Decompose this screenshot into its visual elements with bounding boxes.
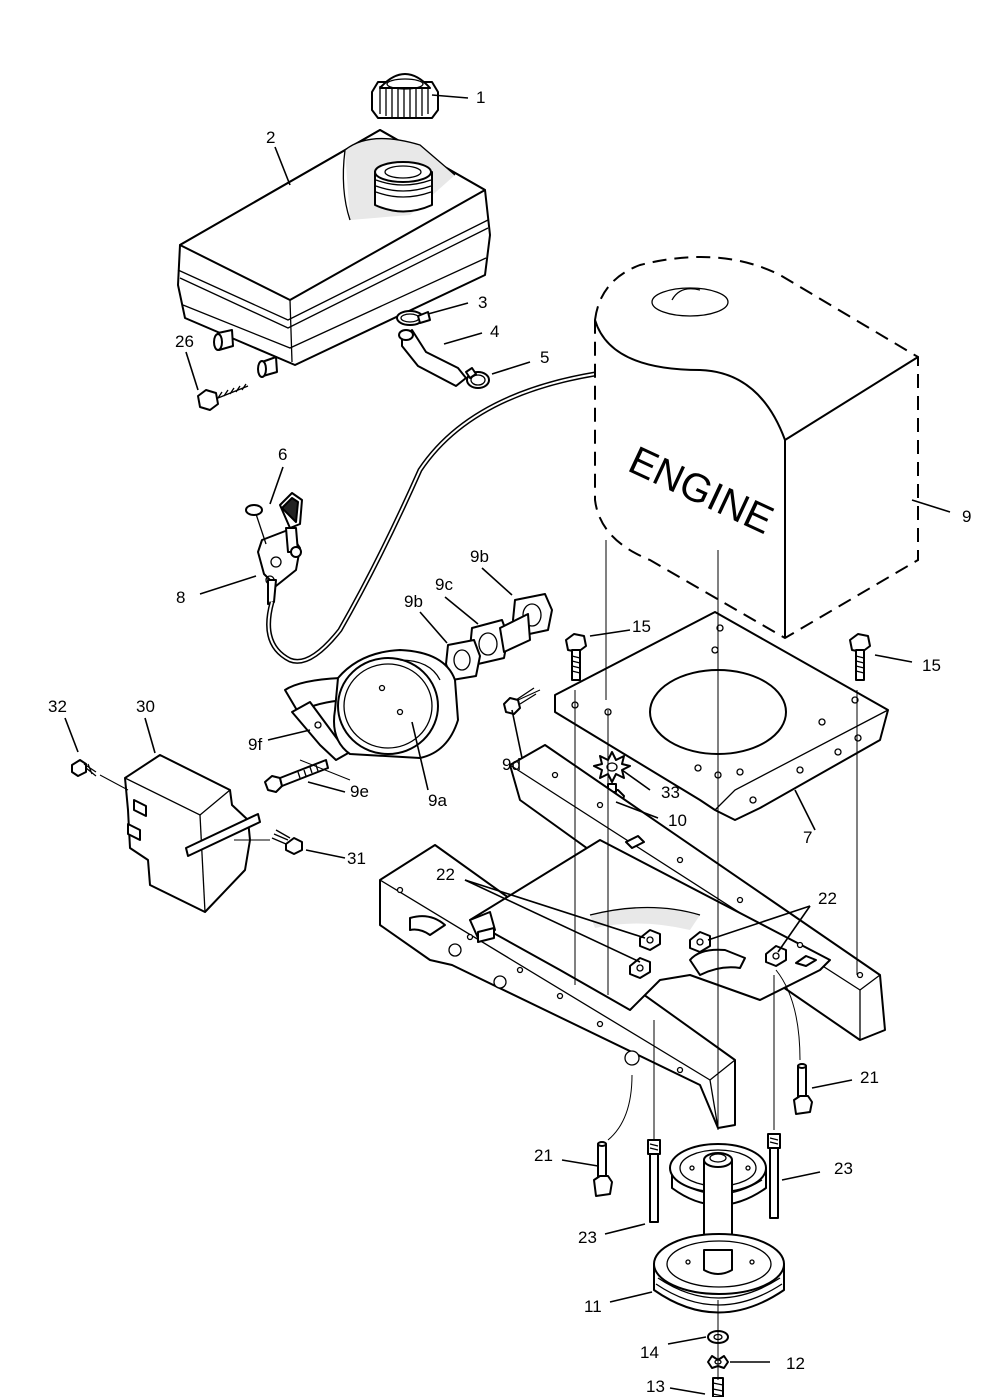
callout-11: 11 [584, 1297, 602, 1316]
callout-4: 4 [490, 322, 499, 341]
fuel-tank [177, 129, 491, 378]
frame-bolt-left [593, 1141, 613, 1197]
callout-1: 1 [476, 88, 485, 107]
star-washer [593, 751, 631, 783]
pulley-stud-right [767, 1133, 781, 1219]
callout-9b-left: 9b [404, 592, 423, 611]
shield-screw-side [271, 829, 303, 855]
leader-lines [64, 94, 951, 1395]
callout-22-right: 22 [818, 889, 837, 908]
throttle-control [245, 492, 303, 605]
shield-screw-top [71, 759, 97, 777]
tank-bolt [197, 383, 249, 411]
callout-15-right: 15 [922, 656, 941, 675]
muffler-bolt [264, 759, 329, 793]
throttle-cable [266, 371, 596, 664]
heat-shield [124, 754, 261, 913]
callout-30: 30 [136, 697, 155, 716]
exhaust-gasket-left [445, 639, 481, 681]
lower-pulley [653, 1233, 785, 1314]
callout-9: 9 [962, 507, 971, 526]
callout-9f: 9f [248, 735, 262, 754]
alignment-lines [99, 540, 858, 1380]
callout-21-left: 21 [534, 1146, 553, 1165]
callout-13: 13 [646, 1377, 665, 1396]
callout-32: 32 [48, 697, 67, 716]
callout-33: 33 [661, 783, 680, 802]
callout-15-left: 15 [632, 617, 651, 636]
callout-9e: 9e [350, 782, 369, 801]
callout-21-right: 21 [860, 1068, 879, 1087]
pulley-stud-left [647, 1139, 661, 1223]
hose-clamp-upper [396, 310, 431, 326]
exhaust-pipe [469, 613, 531, 665]
fuel-cap [371, 73, 439, 119]
callout-12: 12 [786, 1354, 805, 1373]
callout-9d: 9d [502, 755, 521, 774]
callout-9c: 9c [435, 575, 453, 594]
callout-10: 10 [668, 811, 687, 830]
fuel-hose [398, 329, 467, 387]
callout-6: 6 [278, 445, 287, 464]
frame-bolt-right [793, 1063, 813, 1115]
callout-8: 8 [176, 588, 185, 607]
callout-9a: 9a [428, 791, 447, 810]
callout-23-left: 23 [578, 1228, 597, 1247]
callout-9b-right: 9b [470, 547, 489, 566]
engine-label: ENGINE [622, 438, 780, 543]
tractor-frame [379, 744, 886, 1129]
hose-clamp-lower [465, 367, 490, 389]
callout-labels: 1 2 3 4 5 26 6 8 9 9b 9c 9b 15 15 32 30 … [48, 88, 971, 1396]
callout-31: 31 [347, 849, 366, 868]
muffler [284, 649, 459, 761]
callout-26: 26 [175, 332, 194, 351]
callout-23-right: 23 [834, 1159, 853, 1178]
callout-7: 7 [803, 828, 812, 847]
pulley-bolt [712, 1377, 724, 1397]
callout-3: 3 [478, 293, 487, 312]
exhaust-bolt [503, 687, 537, 715]
mount-bolt-right [849, 633, 871, 681]
callout-22-left: 22 [436, 865, 455, 884]
engine-outline [594, 256, 919, 640]
callout-5: 5 [540, 348, 549, 367]
mount-bolt-left [565, 633, 587, 681]
callout-2: 2 [266, 128, 275, 147]
callout-14: 14 [640, 1343, 659, 1362]
